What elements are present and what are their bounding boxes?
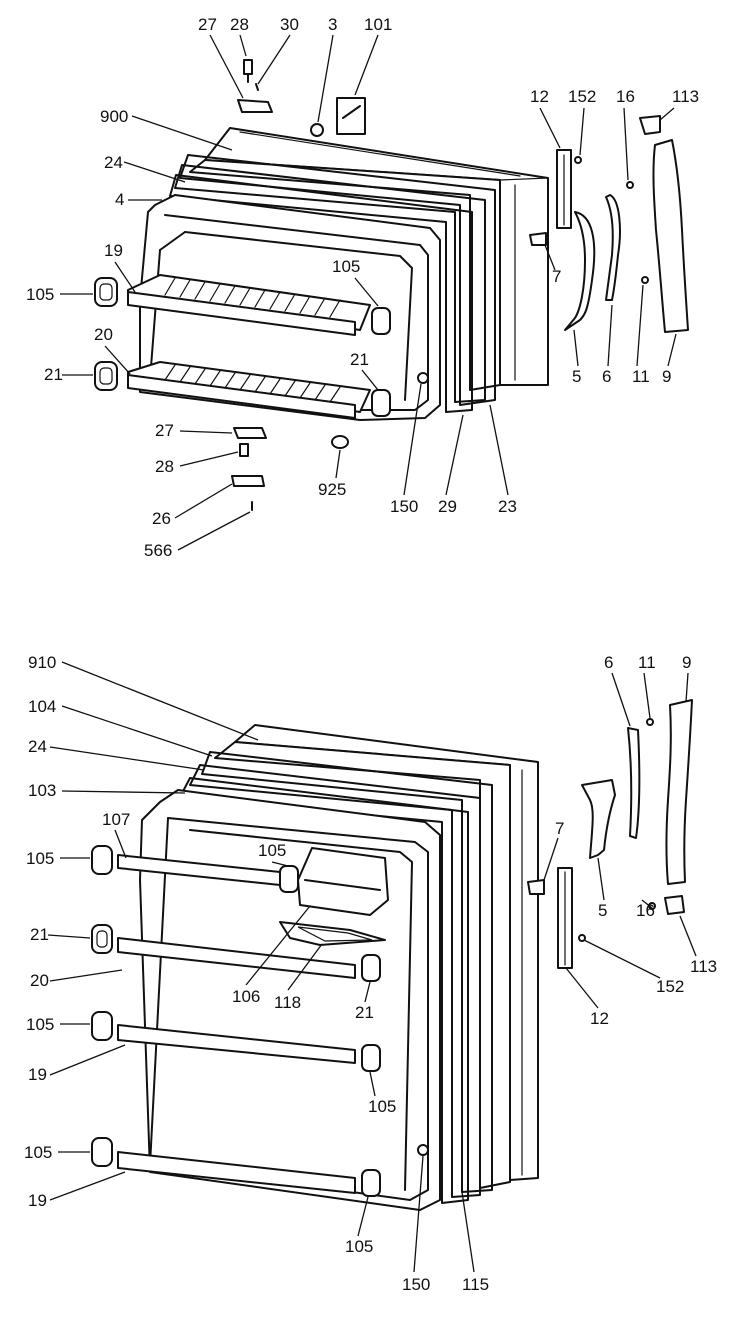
- callout-118: 118: [274, 993, 301, 1012]
- callout-107: 107: [102, 810, 130, 829]
- callout-20: 20: [94, 325, 113, 344]
- callout-105: 105: [345, 1237, 373, 1256]
- callout-11: 11: [638, 653, 656, 672]
- callout-115: 115: [462, 1275, 489, 1294]
- callout-11: 11: [632, 367, 650, 386]
- callout-12: 12: [590, 1009, 609, 1028]
- callout-910: 910: [28, 653, 56, 672]
- freezer-door-assembly: 27 28 30 3 101 900 24 4 19 105 20 21 105…: [26, 15, 699, 560]
- freezer-lower-shelf: [127, 361, 371, 419]
- callout-150: 150: [402, 1275, 430, 1294]
- freezer-hardware-parts: [231, 59, 429, 511]
- callout-113: 113: [690, 957, 717, 976]
- callout-105: 105: [26, 1015, 54, 1034]
- callout-19: 19: [104, 241, 123, 260]
- callout-19: 19: [28, 1191, 47, 1210]
- callout-7: 7: [552, 267, 561, 286]
- callout-24: 24: [28, 737, 47, 756]
- callout-30: 30: [280, 15, 299, 34]
- freezer-shelf-end-caps: [94, 277, 391, 417]
- callout-6: 6: [604, 653, 613, 672]
- callout-105: 105: [258, 841, 286, 860]
- callout-925: 925: [318, 480, 346, 499]
- freezer-outer-door-panel: [189, 127, 549, 391]
- callout-28: 28: [155, 457, 174, 476]
- fresh-food-shelf-end-caps: [91, 845, 429, 1197]
- callout-5: 5: [572, 367, 581, 386]
- callout-20: 20: [30, 971, 49, 990]
- callout-16: 16: [636, 901, 655, 920]
- callout-106: 106: [232, 987, 260, 1006]
- callout-900: 900: [100, 107, 128, 126]
- callout-7: 7: [555, 819, 564, 838]
- callout-152: 152: [568, 87, 596, 106]
- callout-105: 105: [368, 1097, 396, 1116]
- fresh-food-door-assembly: 910 104 24 103 107 105 105 21 20 106 118…: [24, 653, 717, 1294]
- callout-21: 21: [350, 350, 369, 369]
- callout-152: 152: [656, 977, 684, 996]
- fresh-food-callouts: 910 104 24 103 107 105 105 21 20 106 118…: [24, 653, 717, 1294]
- callout-5: 5: [598, 901, 607, 920]
- callout-105: 105: [24, 1143, 52, 1162]
- freezer-callouts: 27 28 30 3 101 900 24 4 19 105 20 21 105…: [26, 15, 699, 560]
- fresh-food-handle-parts: [527, 699, 693, 969]
- callout-27: 27: [198, 15, 217, 34]
- callout-101: 101: [364, 15, 392, 34]
- callout-150: 150: [390, 497, 418, 516]
- callout-29: 29: [438, 497, 457, 516]
- callout-28: 28: [230, 15, 249, 34]
- callout-12: 12: [530, 87, 549, 106]
- callout-21: 21: [44, 365, 63, 384]
- callout-27: 27: [155, 421, 174, 440]
- callout-104: 104: [28, 697, 56, 716]
- dairy-compartment: [279, 847, 389, 946]
- callout-105: 105: [26, 285, 54, 304]
- callout-3: 3: [328, 15, 337, 34]
- freezer-door-gasket: [169, 154, 496, 413]
- callout-105: 105: [26, 849, 54, 868]
- callout-24: 24: [104, 153, 123, 172]
- callout-105: 105: [332, 257, 360, 276]
- freezer-upper-shelf: [127, 274, 371, 336]
- freezer-handle-parts: [529, 115, 689, 333]
- callout-6: 6: [602, 367, 611, 386]
- callout-103: 103: [28, 781, 56, 800]
- callout-26: 26: [152, 509, 171, 528]
- callout-23: 23: [498, 497, 517, 516]
- callout-566: 566: [144, 541, 172, 560]
- callout-4: 4: [115, 190, 124, 209]
- callout-19: 19: [28, 1065, 47, 1084]
- callout-9: 9: [682, 653, 691, 672]
- callout-113: 113: [672, 87, 699, 106]
- callout-21: 21: [355, 1003, 374, 1022]
- callout-16: 16: [616, 87, 635, 106]
- callout-21: 21: [30, 925, 49, 944]
- fresh-food-door-shelves: [117, 854, 356, 1194]
- callout-9: 9: [662, 367, 671, 386]
